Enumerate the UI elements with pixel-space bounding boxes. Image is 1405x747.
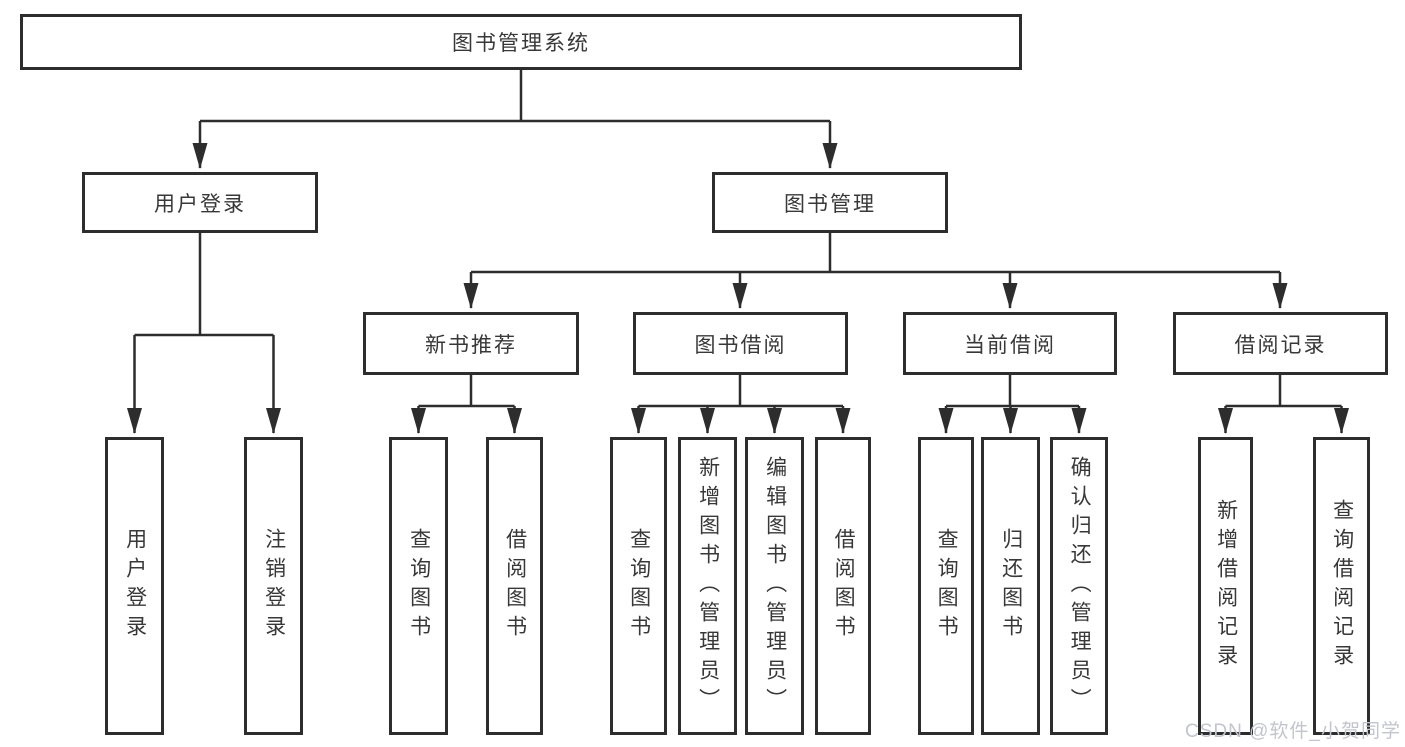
node-query-books-borrowing: 查询图书 — [610, 437, 667, 735]
node-book-management: 图书管理 — [712, 172, 948, 233]
node-confirm-return-admin-label: 确认归还（管理员） — [1068, 455, 1092, 717]
node-return-books-label: 归还图书 — [999, 528, 1023, 644]
node-user-login-leaf: 用户登录 — [105, 437, 164, 735]
node-query-books-recommend: 查询图书 — [389, 437, 448, 735]
node-query-books-current: 查询图书 — [918, 437, 974, 735]
node-new-book-recommendation-label: 新书推荐 — [425, 333, 517, 357]
node-library-management-system: 图书管理系统 — [20, 14, 1022, 70]
node-current-borrowing-label: 当前借阅 — [964, 333, 1056, 357]
node-book-management-label: 图书管理 — [784, 192, 876, 216]
node-borrow-books-recommend: 借阅图书 — [486, 437, 543, 735]
node-confirm-return-admin: 确认归还（管理员） — [1050, 437, 1108, 735]
node-add-borrow-record-label: 新增借阅记录 — [1214, 499, 1238, 673]
node-add-books-admin: 新增图书（管理员） — [678, 437, 737, 735]
node-return-books: 归还图书 — [981, 437, 1040, 735]
node-borrowing-records: 借阅记录 — [1173, 312, 1388, 375]
node-user-login: 用户登录 — [82, 172, 318, 233]
node-borrow-books-recommend-label: 借阅图书 — [503, 528, 527, 644]
node-borrow-books-borrowing: 借阅图书 — [815, 437, 871, 735]
node-borrowing-records-label: 借阅记录 — [1234, 333, 1327, 357]
node-add-borrow-record: 新增借阅记录 — [1198, 437, 1253, 735]
node-book-borrowing: 图书借阅 — [633, 312, 848, 375]
node-logout: 注销登录 — [244, 437, 303, 735]
node-user-login-leaf-label: 用户登录 — [123, 528, 147, 644]
node-user-login-label: 用户登录 — [154, 192, 246, 216]
node-query-borrow-record: 查询借阅记录 — [1313, 437, 1370, 735]
node-logout-label: 注销登录 — [262, 528, 286, 644]
node-query-borrow-record-label: 查询借阅记录 — [1330, 499, 1354, 673]
node-add-books-admin-label: 新增图书（管理员） — [696, 455, 720, 717]
csdn-watermark: CSDN @软件_小贺同学 — [1185, 721, 1401, 742]
node-query-books-current-label: 查询图书 — [935, 528, 959, 644]
node-query-books-borrowing-label: 查询图书 — [627, 528, 651, 644]
node-borrow-books-borrowing-label: 借阅图书 — [832, 528, 856, 644]
node-query-books-recommend-label: 查询图书 — [407, 528, 431, 644]
node-library-management-system-label: 图书管理系统 — [452, 32, 590, 55]
node-current-borrowing: 当前借阅 — [903, 312, 1117, 375]
node-edit-books-admin-label: 编辑图书（管理员） — [763, 455, 787, 717]
node-book-borrowing-label: 图书借阅 — [694, 333, 787, 357]
node-edit-books-admin: 编辑图书（管理员） — [745, 437, 804, 735]
node-new-book-recommendation: 新书推荐 — [363, 312, 579, 375]
